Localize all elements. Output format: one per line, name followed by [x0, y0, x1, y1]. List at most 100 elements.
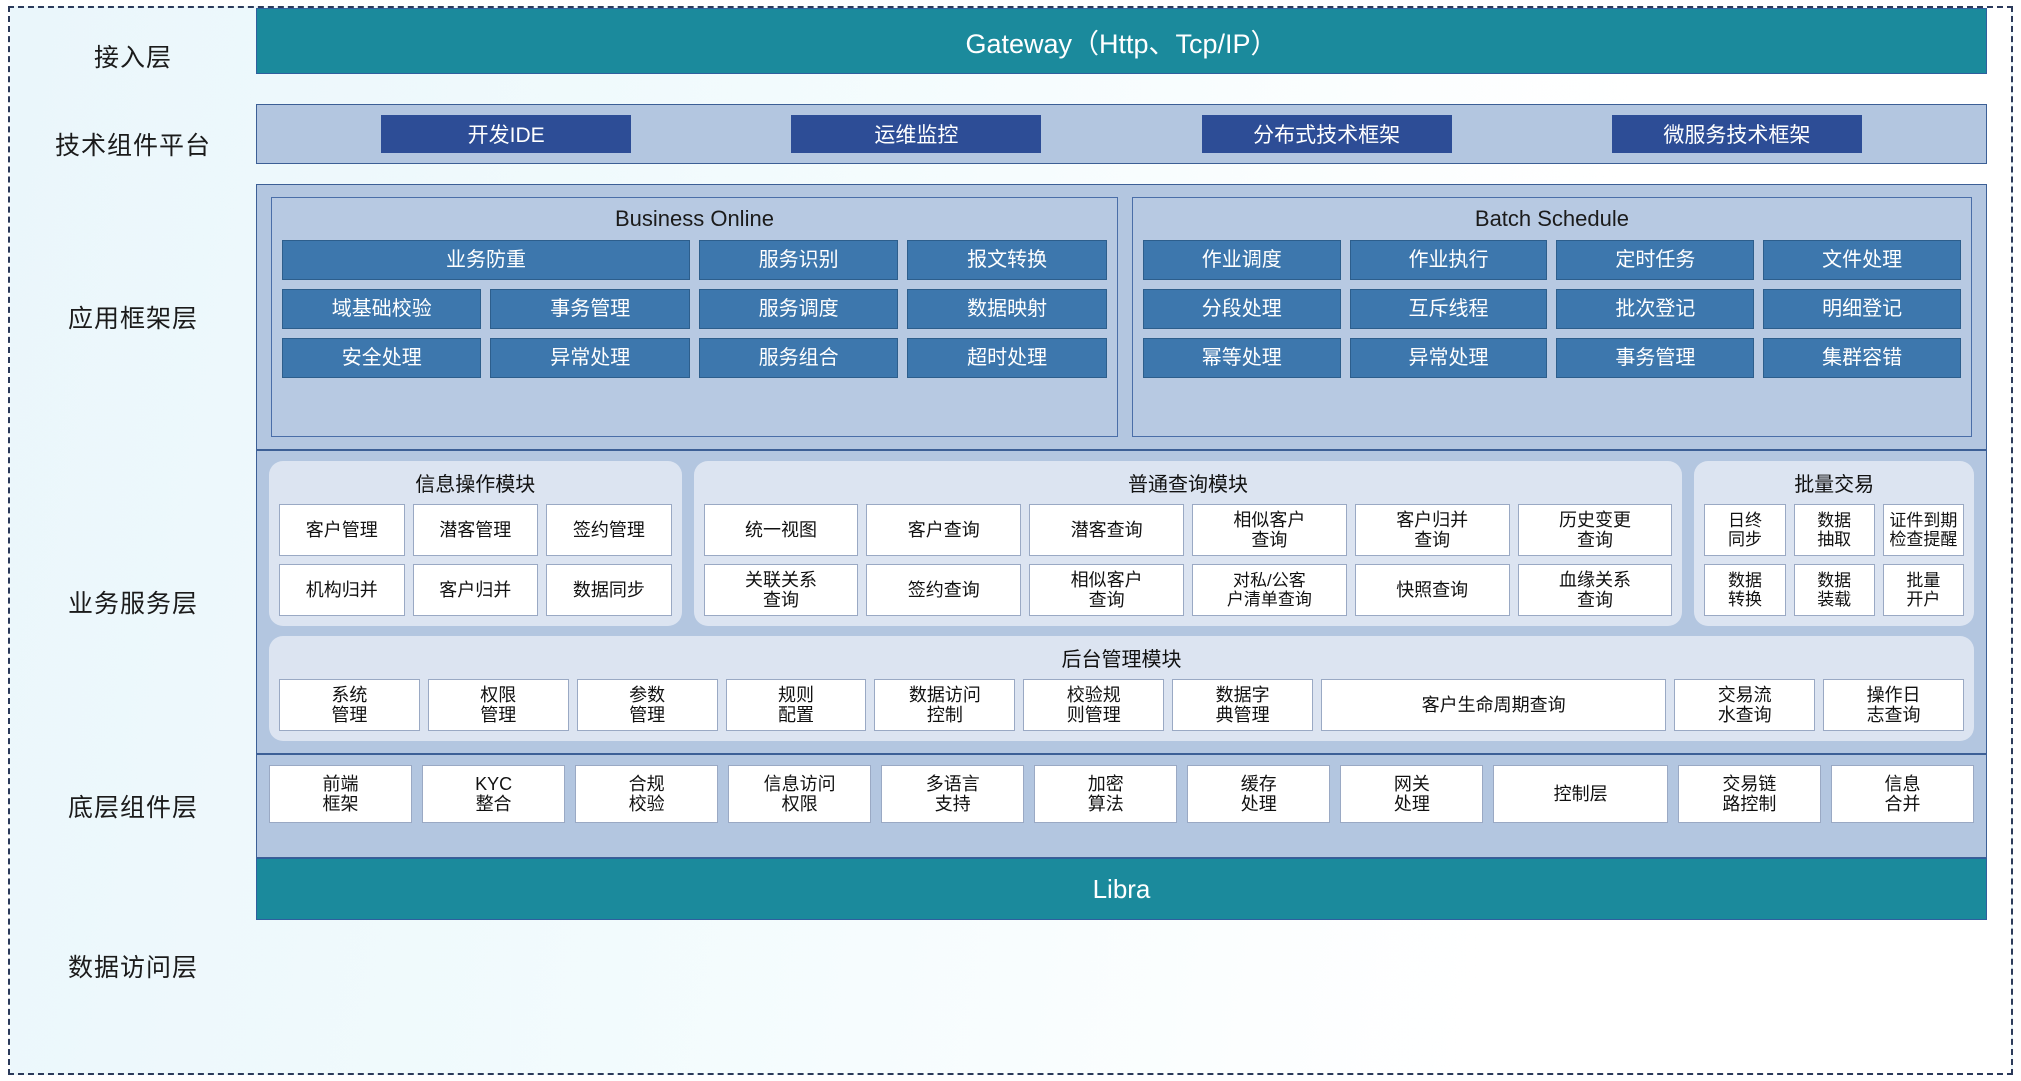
svc-cell-admin-8[interactable]: 交易流水查询 [1674, 679, 1816, 731]
app-cell-batch-7[interactable]: 明细登记 [1763, 289, 1961, 329]
app-cell-online-2[interactable]: 报文转换 [907, 240, 1107, 280]
svc-cell-bt-3[interactable]: 数据转换 [1704, 564, 1786, 616]
layer-app-framework: 应用框架层 Business Online 业务防重 服务识别 报文转换 域基础… [10, 184, 2011, 450]
svc-cell-query-3[interactable]: 相似客户查询 [1192, 504, 1347, 556]
base-cell-2[interactable]: 合规校验 [575, 765, 719, 823]
gateway-bar[interactable]: Gateway（Http、Tcp/IP） [256, 8, 1987, 74]
base-cell-6[interactable]: 缓存处理 [1187, 765, 1331, 823]
app-cell-batch-3[interactable]: 文件处理 [1763, 240, 1961, 280]
svc-cell-bt-5[interactable]: 批量开户 [1882, 564, 1964, 616]
grid-batch-schedule: 作业调度 作业执行 定时任务 文件处理 分段处理 互斥线程 批次登记 明细登记 … [1142, 240, 1961, 378]
app-cell-batch-8[interactable]: 幂等处理 [1142, 338, 1341, 378]
data-access-bar[interactable]: Libra [256, 858, 1987, 920]
svc-cell-info-4[interactable]: 客户归并 [412, 564, 539, 616]
grid-business-online: 业务防重 服务识别 报文转换 域基础校验 事务管理 服务调度 数据映射 安全处理… [282, 240, 1107, 378]
svc-cell-admin-6[interactable]: 数据字典管理 [1172, 679, 1314, 731]
tech-chip-ops-monitor[interactable]: 运维监控 [791, 115, 1042, 153]
svc-cell-query-7[interactable]: 签约查询 [866, 564, 1022, 616]
svc-cell-query-6[interactable]: 关联关系查询 [703, 564, 859, 616]
svc-cell-query-11[interactable]: 血缘关系查询 [1517, 564, 1673, 616]
base-cell-0[interactable]: 前端框架 [269, 765, 413, 823]
layer-label-base-component: 底层组件层 [67, 794, 198, 822]
tech-chip-ide[interactable]: 开发IDE [381, 115, 632, 153]
svc-cell-bt-1[interactable]: 数据抽取 [1793, 504, 1875, 556]
svc-cell-admin-1[interactable]: 权限管理 [427, 679, 569, 731]
tech-chip-microservice-framework[interactable]: 微服务技术框架 [1611, 115, 1862, 153]
svc-cell-admin-0[interactable]: 系统管理 [279, 679, 420, 731]
panel-title-general-query: 普通查询模块 [1128, 474, 1248, 496]
app-cell-batch-4[interactable]: 分段处理 [1142, 289, 1341, 329]
group-title-business-online: Business Online [614, 206, 774, 231]
svc-cell-info-3[interactable]: 机构归并 [279, 564, 405, 616]
app-cell-online-4[interactable]: 事务管理 [490, 289, 690, 329]
app-cell-batch-11[interactable]: 集群容错 [1763, 338, 1961, 378]
app-cell-batch-5[interactable]: 互斥线程 [1349, 289, 1548, 329]
diagram-frame: 接入层 Gateway（Http、Tcp/IP） 技术组件平台 开发IDE 运维… [8, 6, 2013, 1075]
base-cell-10[interactable]: 信息合并 [1830, 765, 1974, 823]
svc-cell-query-8[interactable]: 相似客户查询 [1029, 564, 1184, 616]
app-cell-batch-9[interactable]: 异常处理 [1349, 338, 1548, 378]
svc-cell-query-2[interactable]: 潜客查询 [1029, 504, 1184, 556]
service-modules-row: 信息操作模块 客户管理 潜客管理 签约管理 机构归并 客户归并 数据同步 [269, 461, 1974, 626]
svc-cell-admin-4[interactable]: 数据访问控制 [874, 679, 1016, 731]
panel-title-info-operations: 信息操作模块 [415, 474, 536, 496]
tech-chip-band: 开发IDE 运维监控 分布式技术框架 微服务技术框架 [256, 104, 1987, 164]
svc-cell-admin-2[interactable]: 参数管理 [576, 679, 718, 731]
business-service-band: 信息操作模块 客户管理 潜客管理 签约管理 机构归并 客户归并 数据同步 [256, 450, 1987, 754]
app-cell-batch-10[interactable]: 事务管理 [1556, 338, 1755, 378]
base-cell-8[interactable]: 控制层 [1493, 765, 1668, 823]
panel-batch-transaction: 批量交易 日终同步 数据抽取 证件到期检查提醒 数据转换 数据装载 批量开户 [1694, 461, 1974, 626]
tech-chip-distributed-framework[interactable]: 分布式技术框架 [1201, 115, 1452, 153]
app-cell-online-6[interactable]: 数据映射 [907, 289, 1107, 329]
svc-cell-info-2[interactable]: 签约管理 [546, 504, 672, 556]
base-cell-5[interactable]: 加密算法 [1034, 765, 1178, 823]
app-cell-online-7[interactable]: 安全处理 [282, 338, 482, 378]
svc-cell-info-1[interactable]: 潜客管理 [412, 504, 539, 556]
layer-body-app-framework: Business Online 业务防重 服务识别 报文转换 域基础校验 事务管… [256, 184, 2011, 450]
app-cell-online-0[interactable]: 业务防重 [282, 240, 690, 280]
app-framework-band: Business Online 业务防重 服务识别 报文转换 域基础校验 事务管… [256, 184, 1987, 450]
svc-cell-bt-4[interactable]: 数据装载 [1793, 564, 1875, 616]
app-cell-online-1[interactable]: 服务识别 [698, 240, 899, 280]
layer-label-access: 接入层 [93, 44, 172, 72]
layer-business-service: 业务服务层 信息操作模块 客户管理 潜客管理 签约管理 机构归并 客户归并 [10, 450, 2011, 754]
panel-title-backend-admin: 后台管理模块 [1061, 649, 1182, 671]
svc-cell-bt-2[interactable]: 证件到期检查提醒 [1882, 504, 1964, 556]
app-cell-batch-0[interactable]: 作业调度 [1142, 240, 1341, 280]
svc-cell-query-9[interactable]: 对私/公客户清单查询 [1192, 564, 1347, 616]
base-cell-4[interactable]: 多语言支持 [881, 765, 1025, 823]
svc-cell-info-0[interactable]: 客户管理 [279, 504, 405, 556]
app-cell-batch-1[interactable]: 作业执行 [1349, 240, 1548, 280]
svc-cell-admin-5[interactable]: 校验规则管理 [1023, 679, 1165, 731]
base-cell-3[interactable]: 信息访问权限 [728, 765, 872, 823]
panel-backend-admin: 后台管理模块 系统管理 权限管理 参数管理 规则配置 数据访问控制 校验规则管理… [269, 636, 1974, 741]
svc-cell-admin-9[interactable]: 操作日志查询 [1823, 679, 1964, 731]
group-batch-schedule: Batch Schedule 作业调度 作业执行 定时任务 文件处理 分段处理 … [1131, 197, 1972, 437]
app-cell-online-10[interactable]: 超时处理 [907, 338, 1107, 378]
svc-cell-query-10[interactable]: 快照查询 [1354, 564, 1510, 616]
layer-label-tech-platform: 技术组件平台 [54, 132, 211, 160]
svc-cell-query-0[interactable]: 统一视图 [703, 504, 859, 556]
svc-cell-bt-0[interactable]: 日终同步 [1704, 504, 1786, 556]
svc-cell-info-5[interactable]: 数据同步 [546, 564, 672, 616]
svc-cell-query-1[interactable]: 客户查询 [866, 504, 1022, 556]
svc-cell-query-5[interactable]: 历史变更查询 [1517, 504, 1673, 556]
app-cell-batch-2[interactable]: 定时任务 [1556, 240, 1755, 280]
app-cell-online-9[interactable]: 服务组合 [698, 338, 899, 378]
app-cell-batch-6[interactable]: 批次登记 [1556, 289, 1755, 329]
svc-cell-admin-3[interactable]: 规则配置 [725, 679, 867, 731]
base-cell-7[interactable]: 网关处理 [1340, 765, 1484, 823]
app-cell-online-3[interactable]: 域基础校验 [282, 289, 482, 329]
panel-info-operations: 信息操作模块 客户管理 潜客管理 签约管理 机构归并 客户归并 数据同步 [269, 461, 682, 626]
app-cell-online-5[interactable]: 服务调度 [698, 289, 899, 329]
svc-cell-query-4[interactable]: 客户归并查询 [1354, 504, 1510, 556]
svc-cell-admin-7[interactable]: 客户生命周期查询 [1321, 679, 1667, 731]
base-cell-9[interactable]: 交易链路控制 [1677, 765, 1821, 823]
app-cell-online-8[interactable]: 异常处理 [490, 338, 690, 378]
